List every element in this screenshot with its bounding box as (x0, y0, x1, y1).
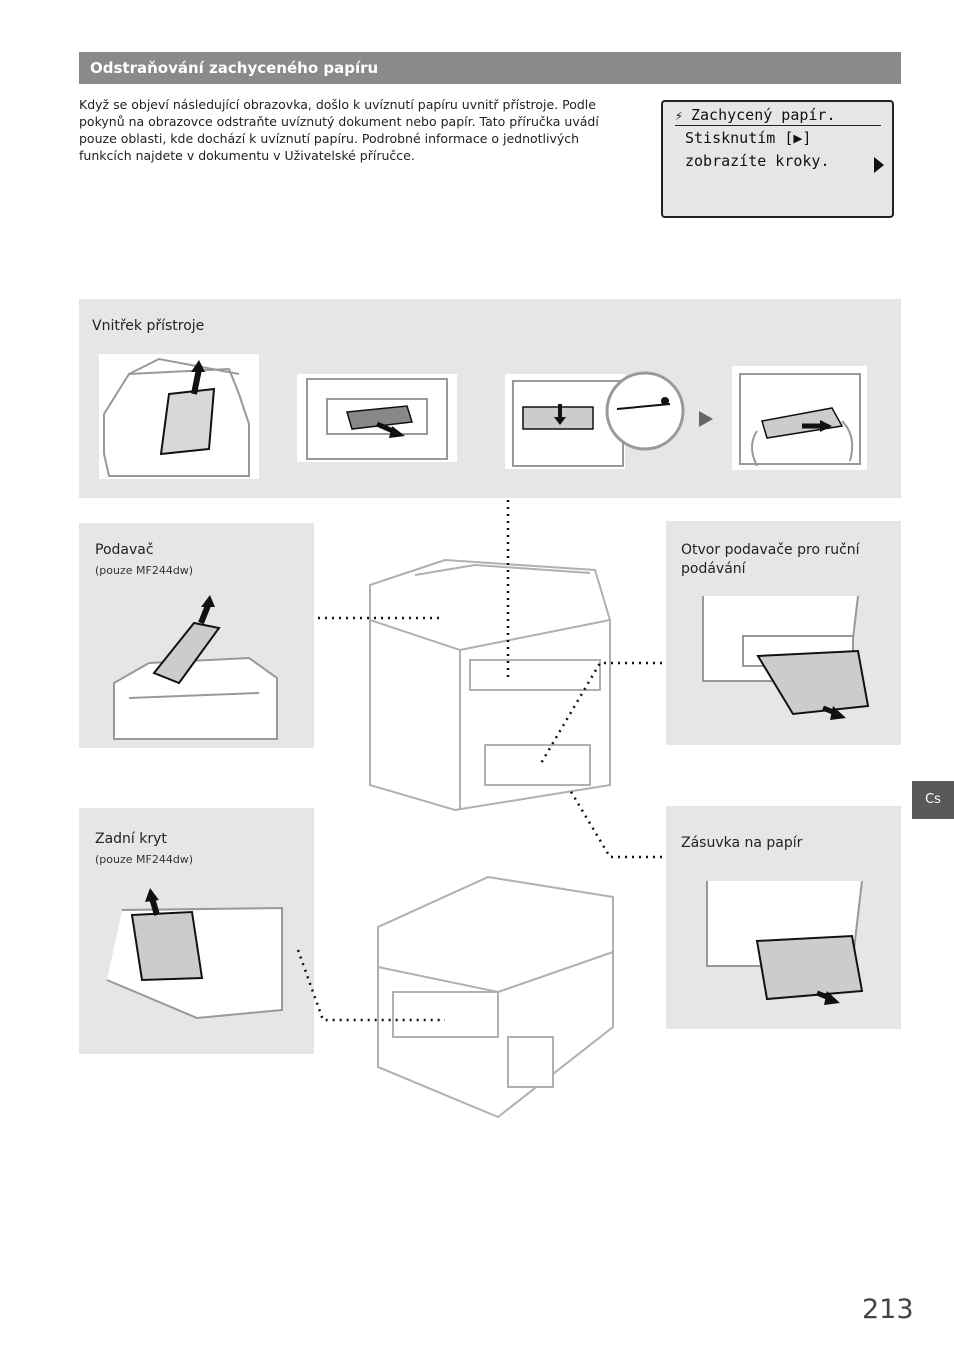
feeder-illustration (113, 595, 278, 740)
manual-feed-illustration (702, 595, 870, 720)
printer-rear-illustration (377, 875, 614, 1119)
rear-cover-panel-label: Zadní kryt (95, 831, 167, 847)
intro-text: Když se objeví následující obrazovka, do… (79, 97, 599, 163)
paper-jam-icon: ⚡ (675, 109, 683, 124)
manual-feed-panel: Otvor podavače pro ruční podávání (666, 521, 901, 745)
drawer-illustration (706, 880, 864, 1005)
printer-front-illustration (369, 558, 611, 812)
section-title: Odstraňování zachyceného papíru (79, 52, 901, 84)
inside-step-3-illustration (505, 371, 685, 469)
feeder-panel: Podavač (pouze MF244dw) (79, 523, 314, 748)
lcd-line-3: zobrazíte kroky. (685, 152, 830, 170)
step-arrow-icon (699, 411, 713, 427)
drawer-panel: Zásuvka na papír (666, 806, 901, 1029)
rear-cover-panel: Zadní kryt (pouze MF244dw) (79, 808, 314, 1054)
inside-step-2-illustration (297, 374, 457, 462)
inside-panel-label: Vnitřek přístroje (92, 318, 205, 334)
feeder-panel-label: Podavač (95, 542, 154, 558)
inside-panel: Vnitřek přístroje (79, 299, 901, 498)
lcd-screen: ⚡Zachycený papír. Stisknutím [▶] zobrazí… (661, 100, 894, 218)
drawer-panel-label: Zásuvka na papír (681, 835, 803, 851)
inside-step-1-illustration (99, 354, 259, 479)
inside-step-4-illustration (732, 366, 867, 470)
right-arrow-icon (874, 157, 884, 173)
page-number: 213 (862, 1294, 914, 1325)
lcd-line-2: Stisknutím [▶] (685, 129, 812, 147)
language-tab: Cs (912, 781, 954, 819)
rear-cover-panel-note: (pouze MF244dw) (95, 853, 194, 866)
manual-feed-panel-label: Otvor podavače pro ruční podávání (681, 542, 860, 577)
lcd-line-1: ⚡Zachycený papír. (675, 106, 881, 126)
feeder-panel-note: (pouze MF244dw) (95, 564, 194, 577)
rear-cover-illustration (106, 888, 283, 1020)
